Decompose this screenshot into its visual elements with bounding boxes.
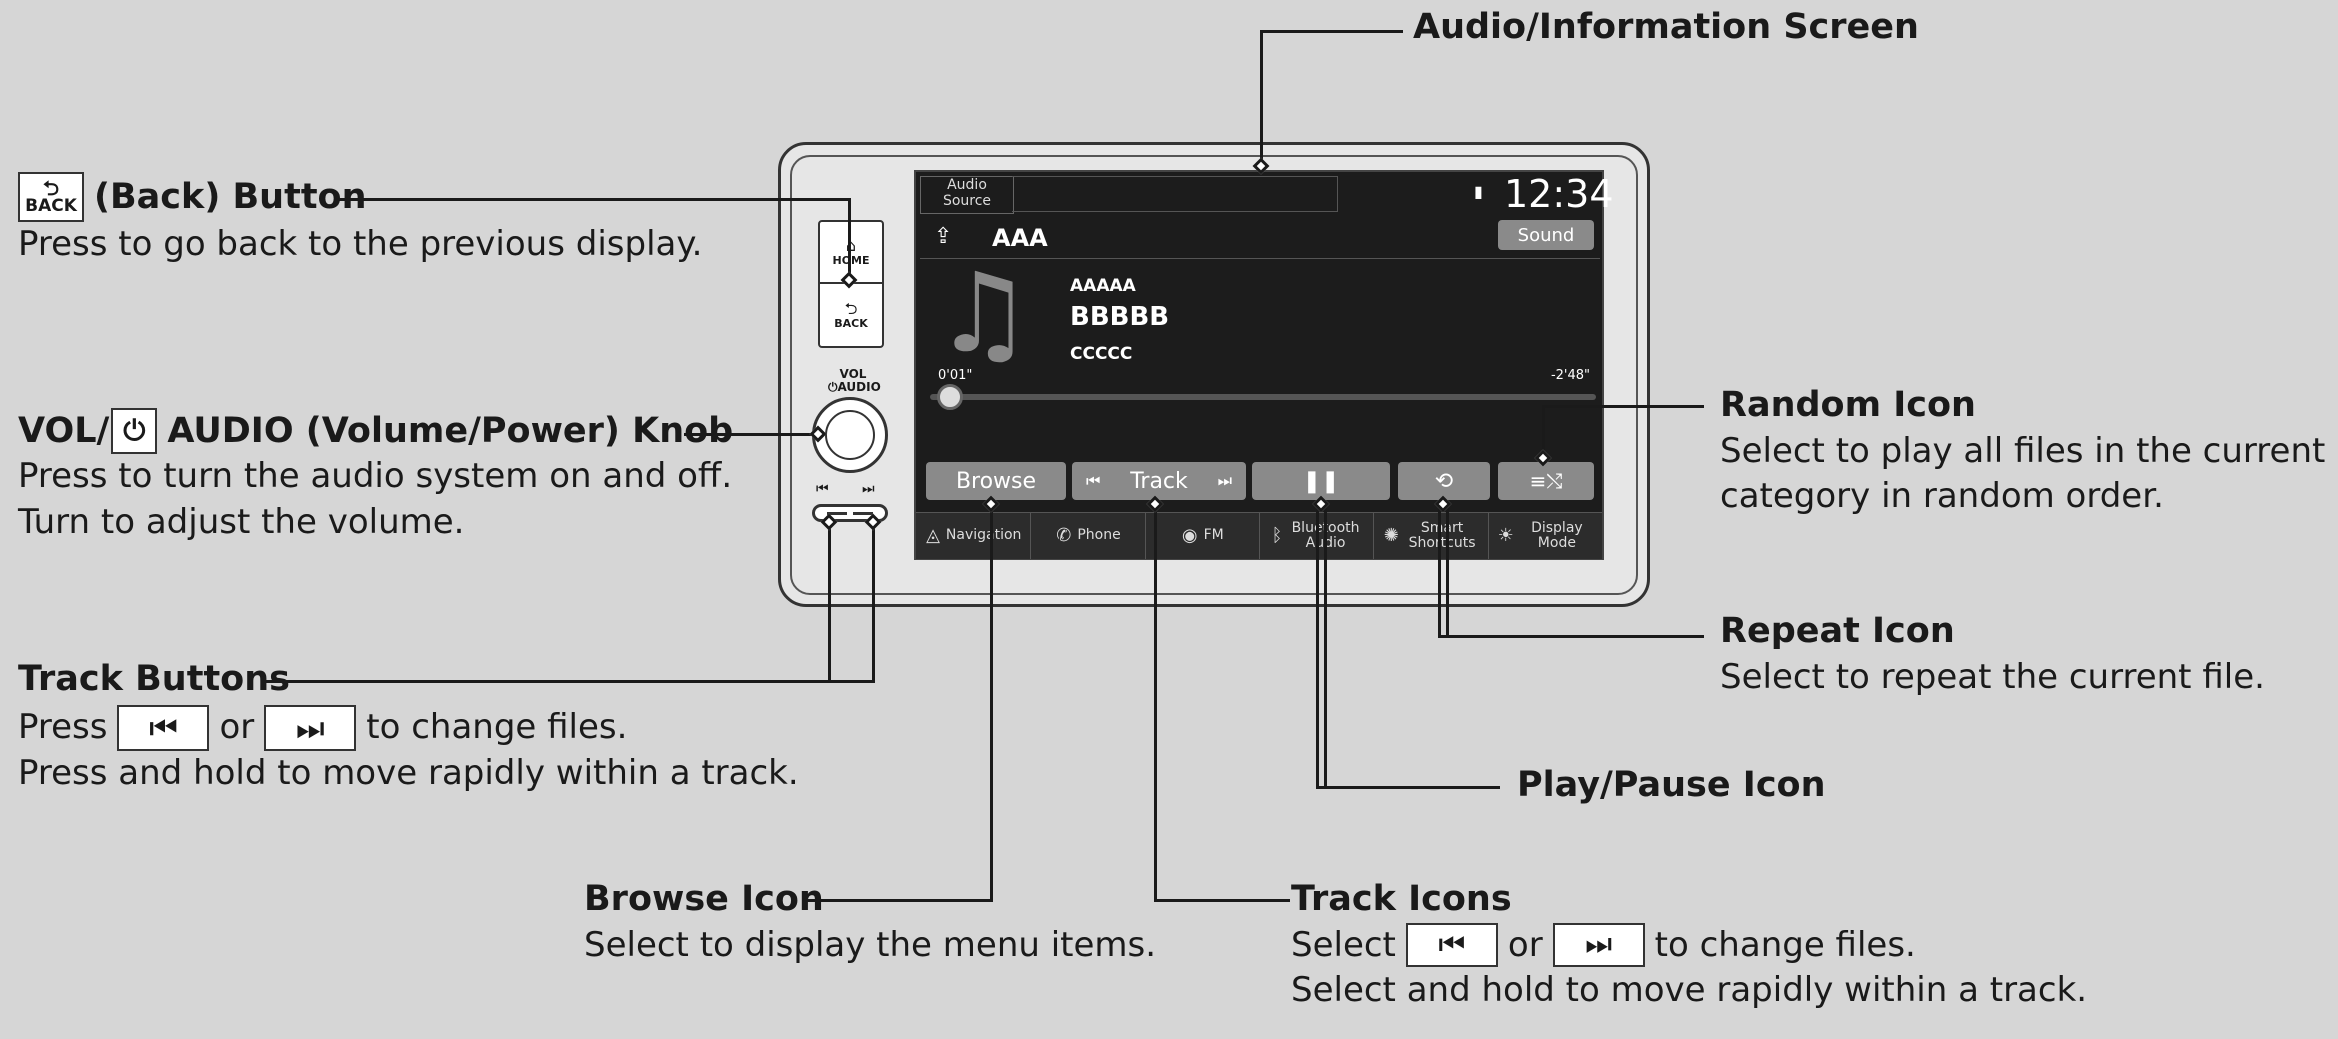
track-line3: CCCCC	[1070, 344, 1133, 364]
repeat-callout-desc: Select to repeat the current file.	[1720, 656, 2265, 697]
browse-callout: Browse Icon Select to display the menu i…	[584, 880, 1156, 968]
track-icons-select-text: Select	[1291, 924, 1396, 965]
browse-button[interactable]: Browse	[926, 462, 1066, 500]
back-label: BACK	[834, 316, 868, 330]
fm-icon: ◉	[1181, 525, 1198, 547]
audio-source-line1: Audio	[947, 177, 987, 193]
footer-item-navigation[interactable]: ◬ Navigation	[916, 513, 1030, 559]
display-mode-icon: ☀	[1497, 525, 1514, 547]
back-button[interactable]: ⮌ BACK	[820, 284, 882, 346]
track-line1: AAAAA	[1070, 276, 1136, 296]
music-note-icon: ♫	[934, 249, 1033, 377]
track-prev-icon[interactable]: ⏮	[1086, 471, 1101, 490]
head-unit-inner-frame	[790, 155, 1638, 595]
random-callout: Random Icon Select to play all files in …	[1720, 386, 2325, 520]
audio-source-button[interactable]: Audio Source	[920, 176, 1014, 214]
footer-item-label: Display Mode	[1531, 519, 1583, 551]
back-callout-desc: Press to go back to the previous display…	[18, 224, 703, 264]
footer-item-phone[interactable]: ✆ Phone	[1030, 513, 1145, 559]
browse-callout-title: Browse Icon	[584, 879, 824, 919]
track-icons-to-change-text: to change files.	[1654, 924, 1916, 965]
audio-information-screen: Audio Source ▮ 12:34 ⇪ AAA Sound ♫ AAAAA…	[914, 170, 1614, 560]
back-arrow-icon: ⮌	[844, 298, 858, 318]
back-key-icon: ⮌BACK	[18, 172, 84, 222]
usb-icon: ⇪	[934, 224, 953, 249]
back-callout-title: (Back) Button	[94, 176, 367, 217]
track-buttons[interactable]: ⏮ Track ⏭	[1072, 462, 1246, 500]
phone-icon: ✆	[1056, 525, 1072, 547]
vol-callout-title-prefix: VOL/	[18, 410, 110, 451]
skip-back-key-icon: ⏮	[117, 704, 210, 751]
track-icons-callout-desc2: Select and hold to move rapidly within a…	[1291, 970, 2088, 1011]
vol-callout-desc2: Turn to adjust the volume.	[18, 501, 465, 542]
title-divider	[920, 258, 1600, 259]
usb-status-icon: ▮	[1474, 182, 1483, 201]
track-buttons-callout: Track Buttons Press ⏮ or ⏭ to change fil…	[18, 660, 799, 796]
repeat-callout: Repeat Icon Select to repeat the current…	[1720, 612, 2265, 700]
vol-callout: VOL/ ⏻ AUDIO (Volume/Power) Knob Press t…	[18, 408, 733, 546]
vol-label: VOL	[839, 367, 867, 381]
bluetooth-icon: ᛒ	[1271, 525, 1283, 547]
audio-label: AUDIO	[837, 380, 881, 395]
track-next-key-icon: ⏭	[1552, 923, 1645, 968]
progress-slider-handle[interactable]	[937, 384, 964, 410]
usb-title: AAA	[992, 224, 1048, 252]
random-button[interactable]: ≡⤭	[1498, 462, 1594, 500]
random-icon: ≡⤭	[1529, 469, 1563, 493]
track-buttons-callout-title: Track Buttons	[18, 659, 290, 699]
footer-item-smart-shortcuts[interactable]: ✺ Smart Shortcuts	[1373, 513, 1488, 559]
random-callout-desc1: Select to play all files in the current	[1720, 430, 2326, 471]
audio-source-line2: Source	[942, 193, 992, 210]
footer-item-label: Phone	[1077, 527, 1121, 544]
track-label: Track	[1130, 468, 1188, 494]
navigation-icon: ◬	[926, 525, 940, 547]
vol-audio-label: VOL ⏻AUDIO	[828, 367, 881, 395]
track-icons-callout: Track Icons Select ⏮ or ⏭ to change file…	[1291, 880, 2087, 1014]
top-bar-separator	[1012, 176, 1338, 212]
play-pause-button[interactable]: ❚❚	[1252, 462, 1390, 500]
track-icons-or-text: or	[1507, 924, 1543, 965]
footer-item-fm[interactable]: ◉ FM	[1144, 513, 1260, 559]
power-icon: ⏻	[828, 380, 838, 395]
footer-item-label: Navigation	[945, 527, 1022, 544]
track-icons-callout-title: Track Icons	[1291, 879, 1512, 919]
skip-forward-key-icon: ⏭	[264, 704, 357, 751]
clock: 12:34	[1504, 172, 1614, 216]
play-pause-callout-title: Play/Pause Icon	[1517, 765, 1826, 805]
footer-item-display-mode[interactable]: ☀ Display Mode	[1487, 513, 1603, 559]
track-prev-key-icon: ⏮	[1405, 923, 1498, 968]
repeat-button[interactable]: ⟲	[1398, 462, 1490, 500]
footer-item-label: FM	[1203, 527, 1224, 544]
random-callout-desc2: category in random order.	[1720, 476, 2164, 517]
sound-button[interactable]: Sound	[1498, 220, 1594, 250]
progress-track	[930, 394, 1596, 400]
home-label: HOME	[832, 253, 870, 267]
random-callout-title: Random Icon	[1720, 385, 1976, 425]
hw-skip-forward-icon: ⏭	[862, 481, 875, 497]
browse-callout-desc: Select to display the menu items.	[584, 924, 1157, 965]
vol-callout-title-suffix: AUDIO (Volume/Power) Knob	[167, 410, 734, 451]
track-buttons-press-text: Press	[18, 706, 108, 747]
elapsed-time: 0'01"	[938, 368, 973, 383]
remaining-time: -2'48"	[1550, 368, 1590, 383]
footer-bar: ◬Navigation✆Phone◉FMᛒBluetooth Audio✺Sma…	[916, 512, 1602, 559]
power-key-icon: ⏻	[111, 408, 158, 454]
pause-icon: ❚❚	[1302, 468, 1340, 494]
screen-callout-title: Audio/Information Screen	[1413, 7, 1919, 47]
back-callout: ⮌BACK (Back) Button Press to go back to …	[18, 172, 702, 268]
hw-skip-back-icon: ⏮	[816, 481, 829, 497]
smart-shortcuts-icon: ✺	[1383, 525, 1399, 547]
repeat-icon: ⟲	[1434, 468, 1454, 494]
back-key-label: BACK	[25, 196, 77, 216]
home-icon: ⌂	[845, 235, 857, 255]
footer-item-label: Smart Shortcuts	[1408, 519, 1476, 551]
track-buttons-or-text: or	[219, 706, 255, 747]
track-next-icon[interactable]: ⏭	[1217, 471, 1232, 490]
track-buttons-callout-desc2: Press and hold to move rapidly within a …	[18, 752, 799, 793]
track-buttons-to-change-text: to change files.	[366, 706, 628, 747]
vol-callout-desc1: Press to turn the audio system on and of…	[18, 456, 733, 496]
track-line2: BBBBB	[1070, 302, 1170, 332]
repeat-callout-title: Repeat Icon	[1720, 611, 1955, 651]
